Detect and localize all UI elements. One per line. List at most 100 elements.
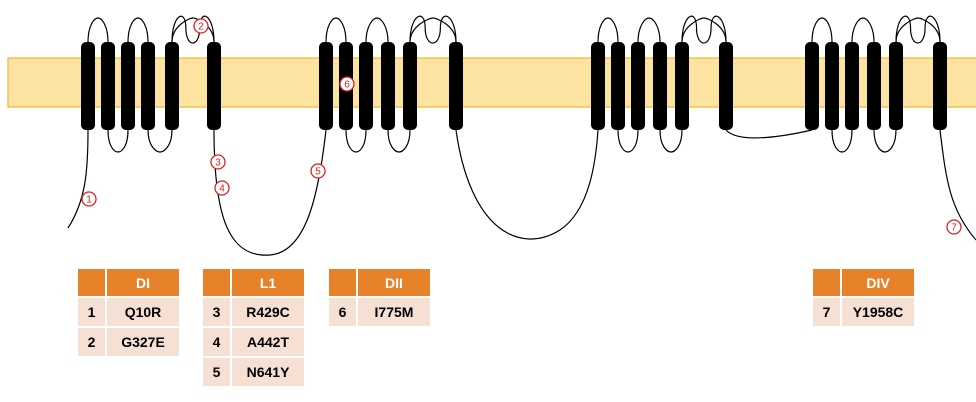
table-di: DI 1 Q10R 2 G327E — [76, 267, 181, 358]
loop-segment — [939, 129, 976, 241]
mutation-name: G327E — [107, 328, 179, 356]
marker-label: 4 — [219, 184, 225, 195]
helix-segment — [845, 42, 859, 130]
helix-segment — [381, 42, 395, 130]
loop-segment — [895, 17, 941, 43]
helix-segment — [889, 42, 903, 130]
mutation-name: Y1958C — [842, 298, 914, 326]
table-header-row: DI — [78, 269, 179, 296]
helix-segment — [449, 42, 463, 130]
helix-segment — [359, 42, 373, 130]
loop-segment — [895, 15, 941, 44]
table-dii: DII 6 I775M — [327, 267, 432, 328]
table-row: 1 Q10R — [78, 298, 179, 326]
mutation-number: 2 — [78, 328, 105, 356]
loop-segment — [171, 17, 215, 43]
mutation-marker: 6 — [339, 76, 355, 92]
mutation-name: R429C — [232, 298, 304, 326]
helix-segment — [141, 42, 155, 130]
helix-segment — [319, 42, 333, 130]
loop-segment — [127, 17, 149, 43]
loop-segment — [171, 15, 215, 44]
table-header: DII — [358, 269, 430, 296]
marker-label: 2 — [198, 22, 204, 33]
helix-segment — [165, 42, 179, 130]
mutation-marker: 2 — [193, 18, 209, 34]
mutation-markers: 1 2 3 4 5 6 7 — [81, 18, 962, 235]
loop-segment — [681, 15, 727, 44]
loop-segment — [811, 17, 833, 43]
helix-segment — [867, 42, 881, 130]
marker-label: 1 — [86, 195, 92, 206]
loop-segment — [409, 17, 457, 43]
loop-segment — [365, 17, 389, 43]
marker-label: 6 — [344, 80, 350, 91]
table-row: 5 N641Y — [203, 358, 304, 386]
loop-segment — [725, 129, 813, 139]
loop-segment — [387, 129, 411, 153]
helix-segment — [933, 42, 947, 130]
table-header-row: L1 — [203, 269, 304, 296]
marker-label: 5 — [315, 167, 321, 178]
mutation-marker: 4 — [214, 180, 230, 196]
mutation-number: 1 — [78, 298, 105, 326]
mutation-number: 7 — [813, 298, 840, 326]
loop-lines — [67, 15, 976, 256]
table-div: DIV 7 Y1958C — [811, 267, 916, 328]
table-row: 4 A442T — [203, 328, 304, 356]
table-row: 2 G327E — [78, 328, 179, 356]
mutation-name: Q10R — [107, 298, 179, 326]
loop-segment — [681, 17, 727, 43]
helix-segment — [719, 42, 733, 130]
loop-segment — [659, 129, 683, 153]
loop-segment — [455, 129, 599, 240]
loop-segment — [213, 129, 327, 256]
table-header: L1 — [232, 269, 304, 296]
marker-label: 7 — [951, 223, 957, 234]
helix-segment — [403, 42, 417, 130]
helix-segment — [825, 42, 839, 130]
loop-segment — [67, 129, 89, 229]
helix-segment — [101, 42, 115, 130]
table-header-row: DIV — [813, 269, 914, 296]
mutation-marker: 1 — [81, 191, 97, 207]
helix-segment — [611, 42, 625, 130]
mutation-number: 3 — [203, 298, 230, 326]
table-row: 3 R429C — [203, 298, 304, 326]
mutation-name: N641Y — [232, 358, 304, 386]
helix-segment — [631, 42, 645, 130]
loop-segment — [345, 129, 367, 153]
loop-segment — [831, 129, 853, 153]
helix-segment — [591, 42, 605, 130]
helix-segment — [653, 42, 667, 130]
mutation-number: 6 — [329, 298, 356, 326]
table-header: DIV — [842, 269, 914, 296]
mutation-name: I775M — [358, 298, 430, 326]
mutation-marker: 3 — [210, 154, 226, 170]
helix-segment — [121, 42, 135, 130]
loop-segment — [851, 17, 875, 43]
table-header: DI — [107, 269, 179, 296]
mutation-number: 4 — [203, 328, 230, 356]
mutation-name: A442T — [232, 328, 304, 356]
loop-segment — [87, 17, 109, 43]
loop-segment — [107, 129, 129, 153]
loop-segment — [147, 129, 173, 153]
table-row: 6 I775M — [329, 298, 430, 326]
helix-segment — [81, 42, 95, 130]
table-l1: L1 3 R429C 4 A442T 5 N641Y — [201, 267, 306, 388]
loop-segment — [637, 17, 661, 43]
table-header-row: DII — [329, 269, 430, 296]
loop-segment — [325, 17, 347, 43]
mutation-number: 5 — [203, 358, 230, 386]
marker-label: 3 — [215, 158, 221, 169]
loop-segment — [597, 17, 619, 43]
mutation-marker: 5 — [310, 163, 326, 179]
helix-segment — [805, 42, 819, 130]
mutation-marker: 7 — [946, 219, 962, 235]
helix-segment — [675, 42, 689, 130]
loop-segment — [409, 15, 457, 44]
loop-segment — [617, 129, 639, 153]
helix-segment — [207, 42, 221, 130]
